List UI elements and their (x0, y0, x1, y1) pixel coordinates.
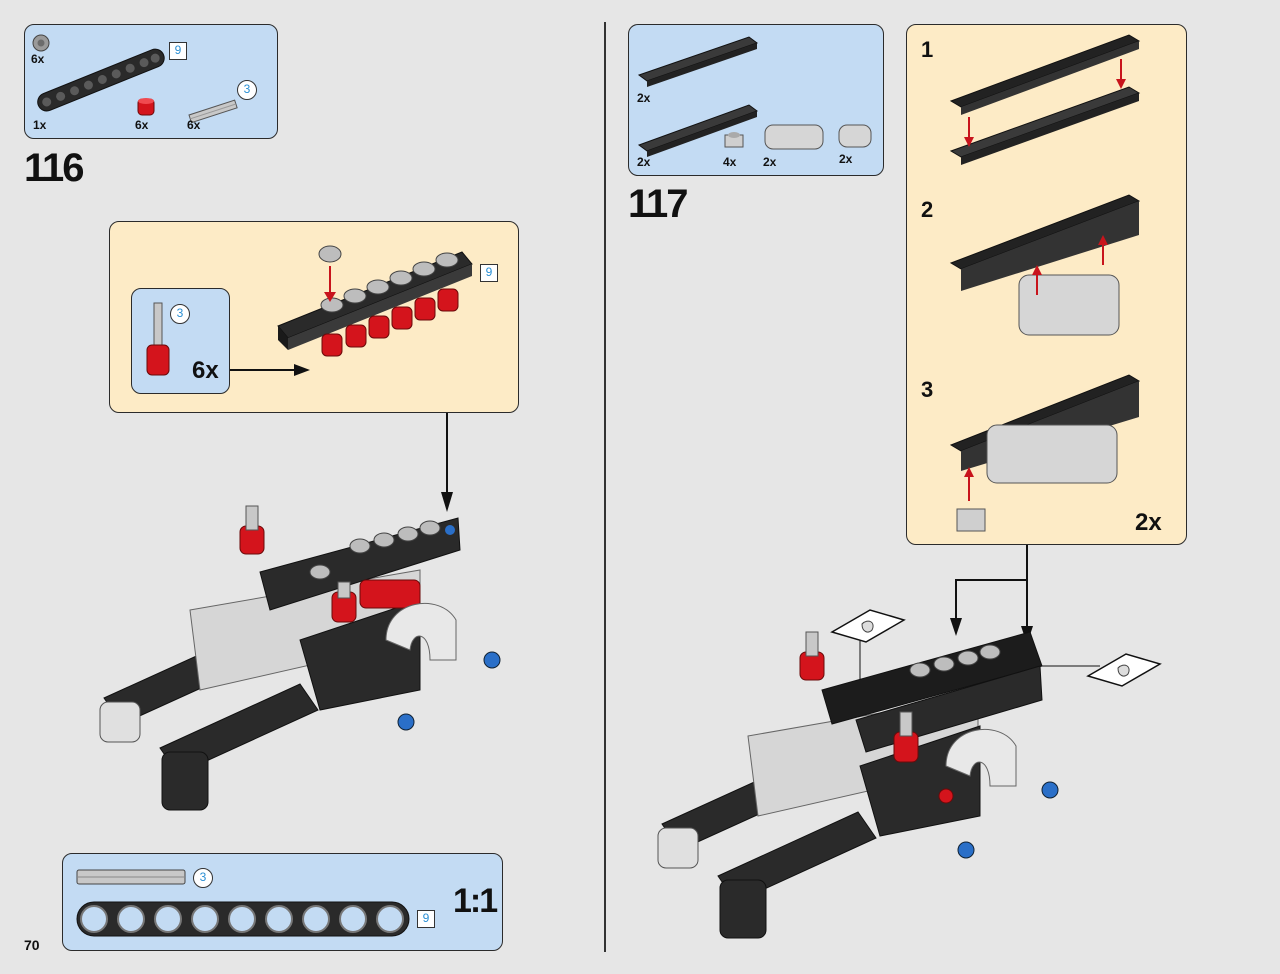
substeps-art (949, 34, 1141, 532)
step-116-parts-panel: 6x 9 3 1x 6x 6x (24, 24, 278, 139)
sub-assembly-art (146, 302, 170, 376)
page-divider (604, 22, 606, 952)
axle-length-badge: 3 (170, 304, 190, 324)
part-qty: 6x (135, 118, 149, 132)
scale-label: 1:1 (453, 882, 498, 920)
beam-length-badge: 9 (480, 264, 498, 282)
substep-2-art (949, 194, 1141, 336)
plate-1x1-icon (724, 132, 744, 148)
part-qty: 2x (637, 91, 651, 105)
ruler-beam-badge: 9 (417, 910, 435, 928)
callout-art (230, 245, 473, 376)
part-qty: 1x (33, 118, 47, 132)
step-number: 117 (628, 182, 689, 226)
model-red-connectors (239, 525, 421, 623)
plate-1x8-icon (637, 36, 759, 87)
ruler-axle-badge: 3 (193, 868, 213, 888)
substep-number: 3 (921, 377, 934, 402)
part-qty: 2x (763, 155, 777, 169)
substep-3-art (949, 374, 1141, 532)
substep-1-art (949, 34, 1141, 165)
beam-icon (37, 48, 165, 112)
part-qty: 4x (723, 155, 737, 169)
parts-art (32, 34, 238, 124)
sub-assembly-panel: 3 6x (131, 288, 230, 394)
step-117-parts-panel: 2x 2x 4x 2x 2x (628, 24, 884, 176)
ruler-art (76, 869, 410, 937)
part-qty: 6x (187, 118, 201, 132)
bush-icon (32, 34, 50, 52)
part-length-badge: 9 (169, 42, 187, 60)
model-frame (657, 631, 1043, 939)
sub-qty: 6x (192, 357, 219, 384)
model-bushes (909, 644, 1001, 678)
page-number: 70 (24, 937, 40, 953)
red-connector-icon (137, 98, 155, 116)
beam-assembly (277, 245, 473, 357)
step-117-substeps-panel: 1 2 3 2x (906, 24, 1187, 545)
model-bushes (309, 520, 441, 580)
substep-number: 2 (921, 197, 934, 222)
part-qty: 6x (31, 52, 45, 66)
ruler-panel: 3 9 1:1 (62, 853, 503, 951)
substep-qty: 2x (1135, 509, 1162, 536)
part-length-badge: 3 (237, 80, 257, 100)
step-116-callout: 9 3 6x (109, 221, 519, 413)
sticker-callout (1040, 653, 1162, 687)
axle-icon (188, 99, 238, 124)
parts-art (637, 36, 872, 157)
part-qty: 2x (839, 152, 853, 166)
part-qty: 2x (637, 155, 651, 169)
substep-number: 1 (921, 37, 934, 62)
brick-round-icon (764, 124, 824, 150)
step-number: 116 (24, 146, 85, 190)
tile-1x8-icon (637, 104, 759, 157)
brick-round-small-icon (838, 124, 872, 148)
